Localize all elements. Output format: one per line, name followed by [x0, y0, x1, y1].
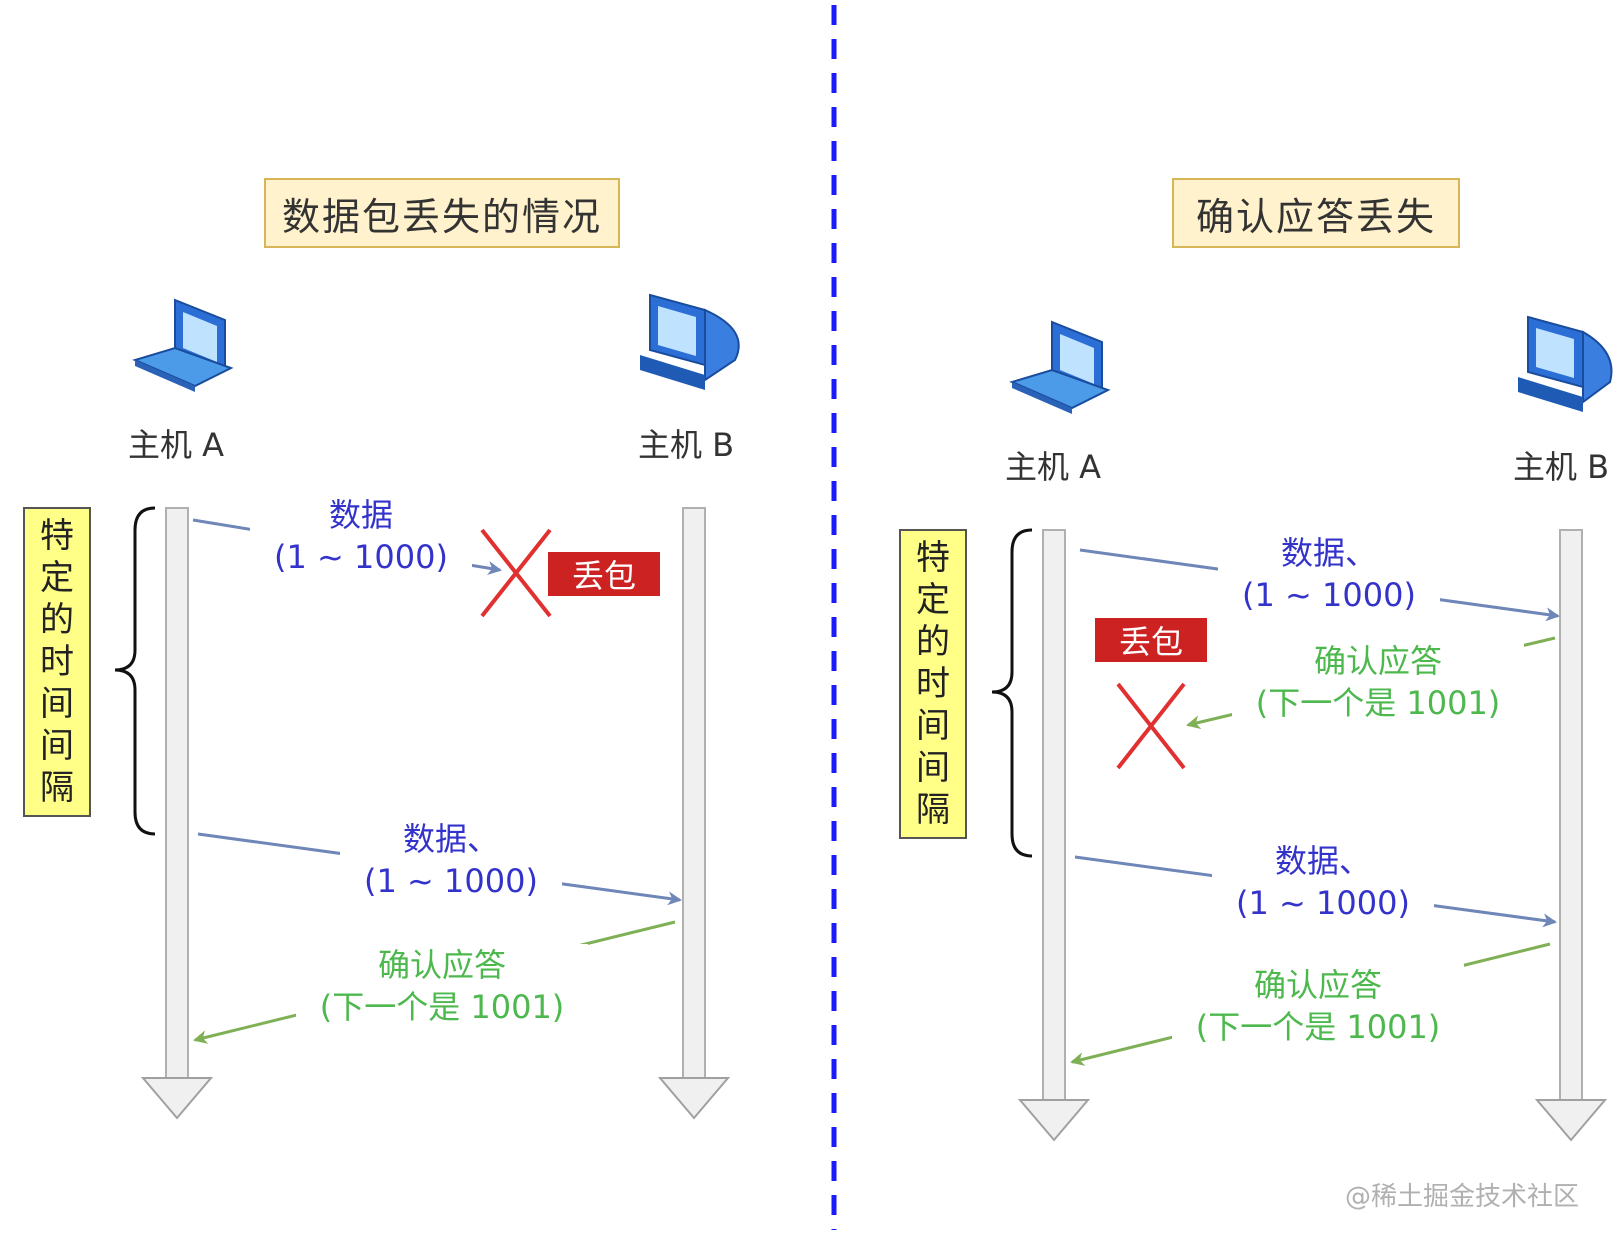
loss-badge: 丢包	[548, 552, 660, 596]
interval-char: 的	[40, 600, 74, 640]
interval-label: 特 定 的 时 间 间 隔	[23, 507, 91, 817]
right-ack-msg-2: 确认应答 (下一个是 1001)	[1172, 964, 1464, 1048]
right-data-msg-2-line2: (1 ~ 1000)	[1236, 884, 1410, 922]
right-host-b-label: 主机 B	[1513, 448, 1610, 486]
data-msg-1: 数据 (1 ~ 1000)	[250, 494, 472, 578]
right-ack-msg-2-line1: 确认应答	[1253, 966, 1382, 1004]
right-data-msg-2-line1: 数据、	[1274, 842, 1371, 880]
host-a-label: 主机 A	[128, 426, 225, 464]
host-a-laptop-icon	[132, 298, 234, 392]
interval-char: 间	[916, 706, 950, 746]
interval-char: 隔	[916, 790, 950, 830]
right-data-msg-2: 数据、 (1 ~ 1000)	[1212, 840, 1434, 924]
right-host-a-label: 主机 A	[1005, 448, 1102, 486]
right-data-msg-1-line2: (1 ~ 1000)	[1242, 576, 1416, 614]
interval-char: 时	[916, 664, 950, 704]
right-host-b-timeline	[1534, 529, 1608, 1142]
interval-char: 特	[916, 538, 950, 578]
right-loss-badge: 丢包	[1095, 618, 1207, 662]
interval-char: 隔	[40, 768, 74, 808]
data-msg-2-line1: 数据、	[402, 820, 499, 858]
right-data-msg-1-line1: 数据、	[1280, 534, 1377, 572]
ack-msg-line1: 确认应答	[377, 946, 506, 984]
interval-char: 定	[40, 558, 74, 598]
interval-char: 定	[916, 580, 950, 620]
host-b-label: 主机 B	[638, 426, 735, 464]
data-msg-1-line2: (1 ~ 1000)	[274, 538, 448, 576]
interval-char: 间	[40, 726, 74, 766]
interval-char: 间	[916, 748, 950, 788]
right-interval-label: 特 定 的 时 间 间 隔	[899, 529, 967, 839]
right-ack-msg-1-line1: 确认应答	[1313, 642, 1442, 680]
data-msg-1-line1: 数据	[328, 496, 393, 534]
right-host-a-timeline	[1017, 529, 1091, 1142]
right-ack-msg-2-line2: (下一个是 1001)	[1195, 1008, 1441, 1046]
interval-char: 时	[40, 642, 74, 682]
host-b-timeline	[657, 507, 731, 1120]
interval-char: 特	[40, 516, 74, 556]
host-b-computer-icon	[640, 293, 740, 390]
loss-cross-icon	[480, 528, 552, 618]
left-title: 数据包丢失的情况	[264, 178, 620, 248]
right-ack-msg-1: 确认应答 (下一个是 1001)	[1232, 640, 1524, 724]
watermark: @稀土掘金技术社区	[1345, 1182, 1580, 1212]
right-host-b-computer-icon	[1518, 315, 1613, 412]
data-msg-2: 数据、 (1 ~ 1000)	[340, 818, 562, 902]
ack-msg: 确认应答 (下一个是 1001)	[296, 944, 588, 1028]
right-data-msg-1: 数据、 (1 ~ 1000)	[1218, 532, 1440, 616]
right-loss-cross-icon	[1116, 682, 1186, 770]
interval-char: 的	[916, 622, 950, 662]
right-host-a-laptop-icon	[1009, 320, 1111, 414]
right-title: 确认应答丢失	[1172, 178, 1460, 248]
interval-brace	[114, 506, 156, 836]
right-interval-brace	[991, 528, 1033, 858]
interval-char: 间	[40, 684, 74, 724]
right-ack-msg-1-line2: (下一个是 1001)	[1255, 684, 1501, 722]
data-msg-2-line2: (1 ~ 1000)	[364, 862, 538, 900]
ack-msg-line2: (下一个是 1001)	[319, 988, 565, 1026]
host-a-timeline	[140, 507, 214, 1120]
